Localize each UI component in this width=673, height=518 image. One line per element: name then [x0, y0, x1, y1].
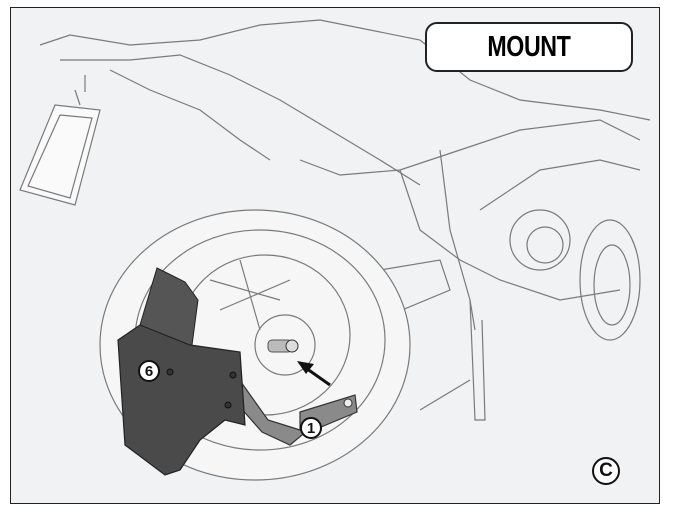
arrow-icon — [297, 361, 331, 387]
callout-mudguard: 6 — [138, 360, 160, 382]
axle-pin — [267, 339, 299, 353]
license-plate — [19, 104, 101, 206]
tail-section — [39, 19, 651, 121]
title-text: MOUNT — [487, 30, 571, 63]
step-label: C — [592, 457, 620, 485]
callout-bracket: 1 — [300, 417, 322, 439]
title-box: MOUNT — [425, 22, 633, 72]
